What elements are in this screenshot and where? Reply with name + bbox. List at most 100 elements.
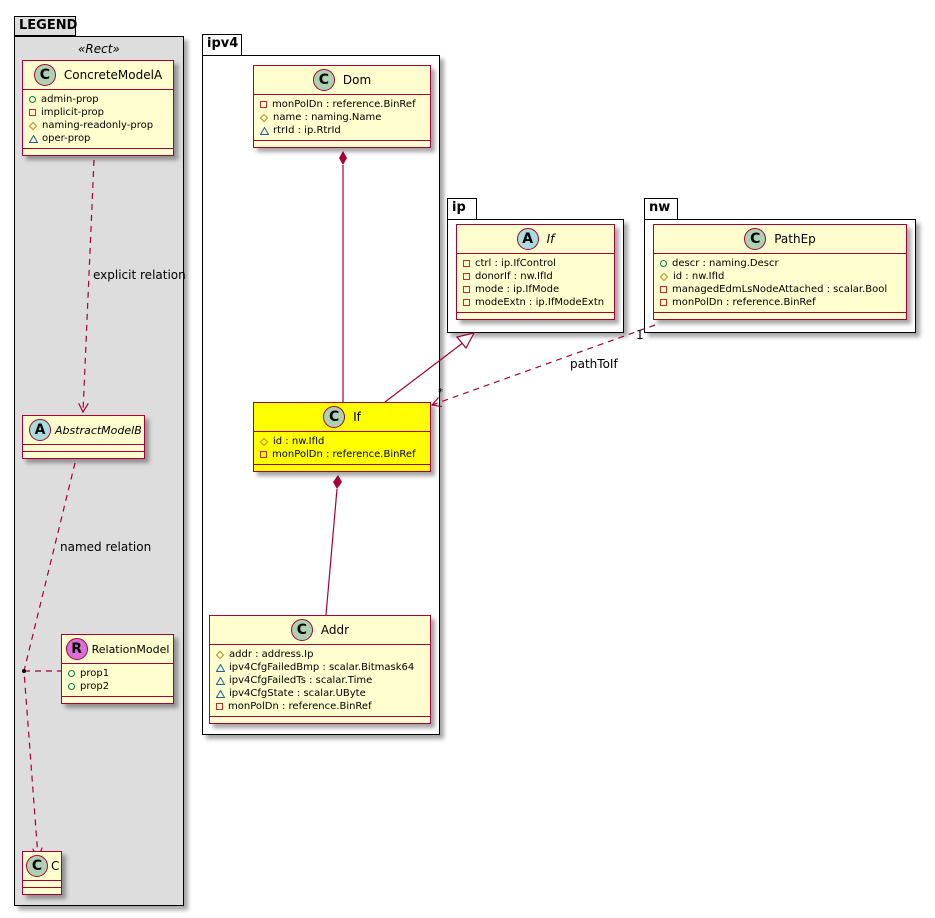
- attribute-row: rtrId : ip.RtrId: [260, 124, 424, 137]
- attribute-text: rtrId : ip.RtrId: [273, 125, 341, 136]
- class-name: AbstractModelB: [55, 423, 142, 437]
- attribute-text: id : nw.IfId: [273, 436, 325, 447]
- class-concrete-model-a[interactable]: C ConcreteModelA admin-prop implicit-prop n…: [22, 60, 174, 156]
- class-abstract-model-b[interactable]: A AbstractModelB: [22, 415, 145, 459]
- private-visibility-icon: [660, 286, 667, 293]
- abstract-class-icon: A: [29, 419, 51, 441]
- method-list: [254, 464, 430, 471]
- attribute-row: implicit-prop: [29, 106, 167, 119]
- public-visibility-icon: [660, 260, 667, 267]
- package-visibility-icon: [260, 126, 269, 135]
- private-visibility-icon: [29, 109, 36, 116]
- protected-visibility-icon: [259, 437, 269, 446]
- package-visibility-icon: [29, 134, 38, 143]
- protected-visibility-icon: [28, 121, 38, 130]
- attribute-row: descr : naming.Descr: [660, 257, 900, 270]
- private-visibility-icon: [216, 703, 223, 710]
- named-relation-label: named relation: [60, 540, 152, 554]
- legend-package: [14, 36, 184, 906]
- public-visibility-icon: [68, 670, 75, 677]
- private-visibility-icon: [660, 299, 667, 306]
- attribute-text: donorIf : nw.IfId: [475, 271, 553, 282]
- relation-class-icon: R: [65, 638, 88, 660]
- public-visibility-icon: [29, 96, 36, 103]
- attribute-row: oper-prop: [29, 132, 167, 145]
- protected-visibility-icon: [659, 272, 669, 281]
- class-icon: C: [26, 855, 48, 877]
- attribute-text: prop2: [80, 681, 110, 692]
- ipv4-package-tab: ipv4: [202, 34, 242, 56]
- attribute-text: addr : address.Ip: [229, 649, 314, 660]
- attribute-text: implicit-prop: [41, 107, 104, 118]
- method-list: [254, 140, 430, 147]
- attribute-row: ipv4CfgFailedBmp : scalar.Bitmask64: [216, 661, 424, 674]
- attribute-text: naming-readonly-prop: [42, 120, 154, 131]
- class-addr[interactable]: C Addr addr : address.Ip ipv4CfgFailedBmp …: [209, 615, 431, 724]
- legend-package-tab: LEGEND: [14, 16, 77, 36]
- attribute-row: monPolDn : reference.BinRef: [660, 296, 900, 309]
- private-visibility-icon: [260, 451, 267, 458]
- attribute-text: descr : naming.Descr: [672, 258, 779, 269]
- abstract-class-icon: A: [516, 228, 539, 250]
- method-list: [62, 696, 173, 703]
- package-visibility-icon: [216, 689, 225, 698]
- class-path-ep[interactable]: C PathEp descr : naming.Descr id : nw.IfId…: [653, 224, 907, 320]
- attribute-text: name : naming.Name: [273, 112, 382, 123]
- package-visibility-icon: [216, 676, 225, 685]
- relation-junction-dot: [22, 669, 26, 673]
- attribute-list: monPolDn : reference.BinRef name : naming…: [254, 94, 430, 140]
- legend-stereotype: «Rect»: [78, 42, 120, 56]
- attribute-text: admin-prop: [41, 94, 99, 105]
- attribute-text: managedEdmLsNodeAttached : scalar.Bool: [672, 284, 888, 295]
- attribute-row: mode : ip.IfMode: [463, 283, 608, 296]
- attribute-text: modeExtn : ip.IfModeExtn: [475, 297, 605, 308]
- attribute-row: monPolDn : reference.BinRef: [260, 448, 424, 461]
- if-generalization-edge: [384, 341, 465, 403]
- class-name: Addr: [320, 623, 350, 637]
- private-visibility-icon: [463, 286, 470, 293]
- class-name: RelationModel: [91, 642, 170, 656]
- path-to-if-source-multiplicity: 1: [636, 328, 644, 342]
- private-visibility-icon: [463, 260, 470, 267]
- class-name: PathEp: [774, 232, 816, 246]
- attribute-text: prop1: [80, 668, 110, 679]
- private-visibility-icon: [260, 101, 267, 108]
- attribute-row: admin-prop: [29, 93, 167, 106]
- attribute-row: prop1: [68, 667, 167, 680]
- attribute-text: id : nw.IfId: [673, 271, 725, 282]
- attribute-text: ipv4CfgFailedTs : scalar.Time: [229, 675, 373, 686]
- private-visibility-icon: [463, 299, 470, 306]
- attribute-list: [23, 880, 61, 887]
- attribute-row: prop2: [68, 680, 167, 693]
- explicit-relation-edge: [83, 159, 95, 412]
- attribute-row: naming-readonly-prop: [28, 119, 167, 132]
- method-list: [457, 312, 614, 319]
- class-icon: C: [744, 228, 767, 250]
- class-icon: C: [290, 619, 313, 641]
- method-list: [23, 451, 144, 458]
- attribute-text: oper-prop: [42, 133, 91, 144]
- method-list: [654, 312, 906, 319]
- ip-package-tab: ip: [447, 198, 477, 220]
- method-list: [210, 716, 430, 723]
- path-to-if-label: pathToIf: [570, 357, 618, 371]
- dom-composition-diamond: [339, 151, 347, 165]
- attribute-text: ipv4CfgFailedBmp : scalar.Bitmask64: [229, 662, 415, 673]
- attribute-list: [23, 444, 144, 451]
- attribute-text: monPolDn : reference.BinRef: [272, 99, 416, 110]
- protected-visibility-icon: [259, 113, 269, 122]
- class-icon: C: [33, 64, 56, 86]
- protected-visibility-icon: [215, 650, 225, 659]
- class-name: If: [353, 410, 361, 424]
- if-addr-composition-edge: [325, 488, 338, 616]
- method-list: [23, 148, 173, 155]
- attribute-row: ipv4CfgState : scalar.UByte: [216, 687, 424, 700]
- class-name: ConcreteModelA: [63, 68, 163, 82]
